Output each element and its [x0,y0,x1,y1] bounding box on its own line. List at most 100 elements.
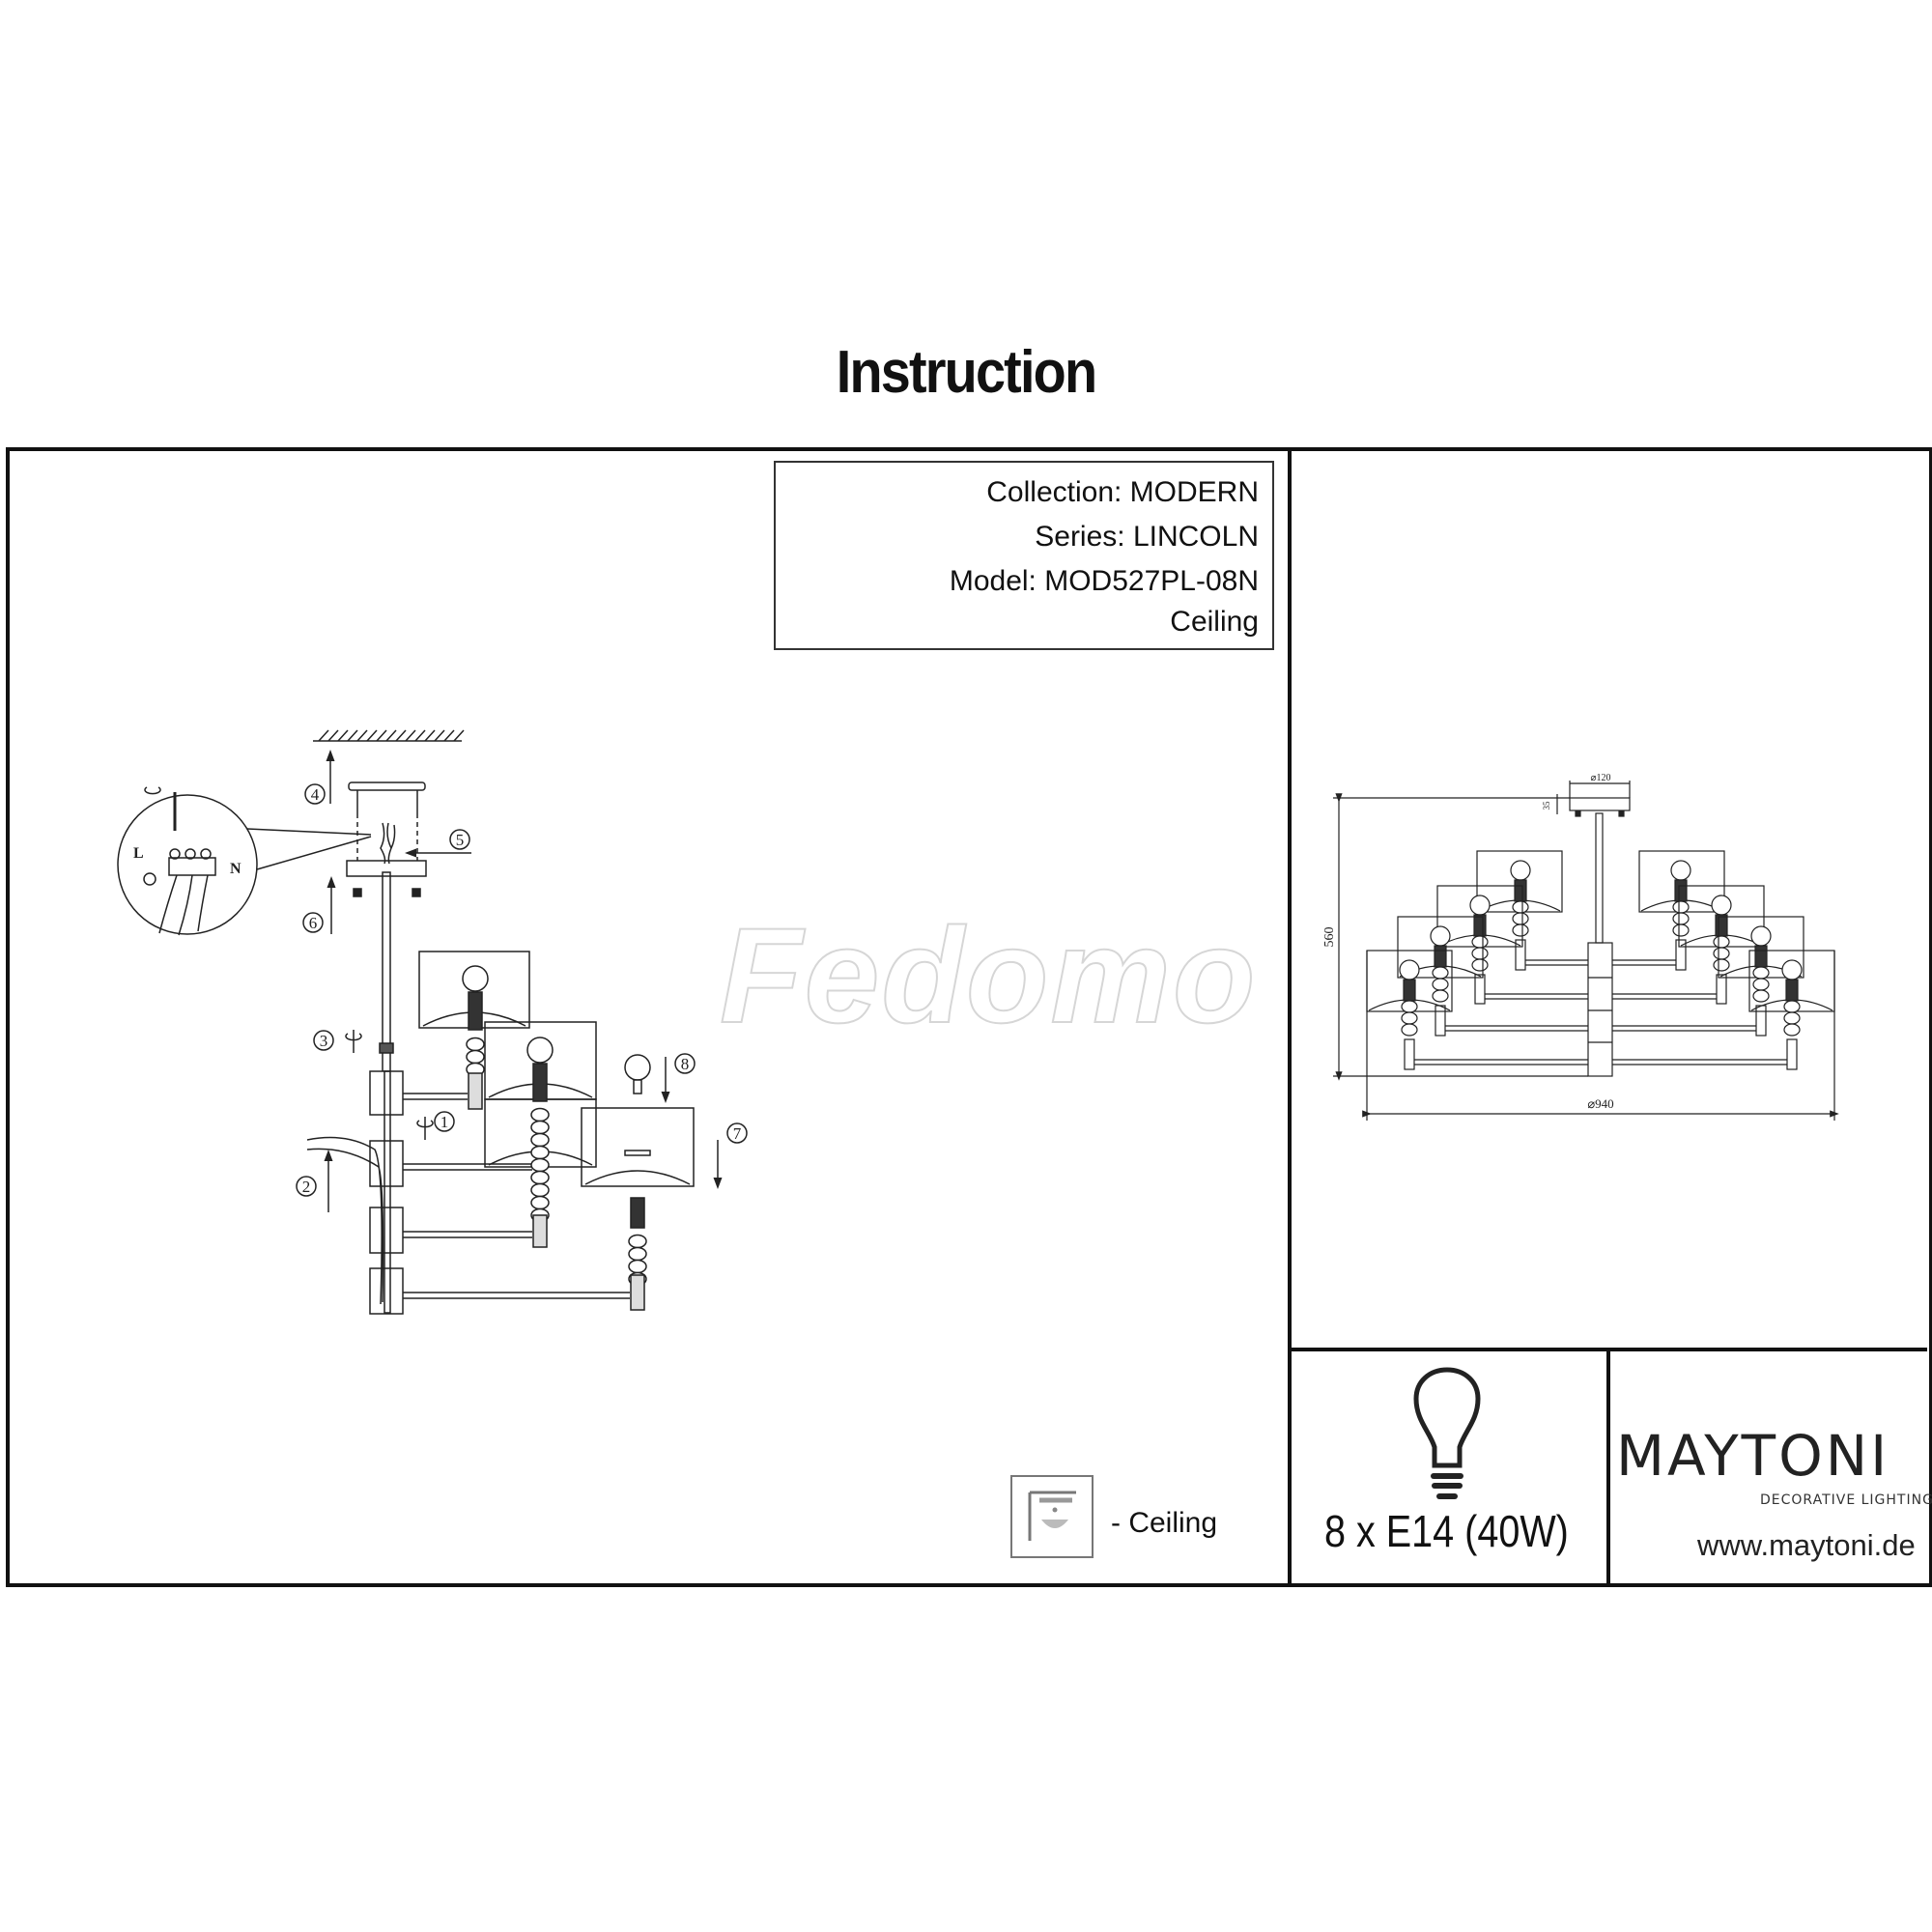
height-label: 560 [1322,927,1337,948]
crystal-bead [466,1037,485,1052]
lamp-stem [1435,1005,1446,1037]
step-marker-1: 1 [434,1111,455,1132]
lamp-stem [1716,974,1727,1005]
bulb [526,1037,554,1064]
detail-magnifier [117,794,258,935]
bulb-spec: 8 x E14 (40W) [1324,1506,1569,1556]
step-number: 7 [733,1124,742,1143]
diameter-label: ⌀940 [1587,1096,1613,1111]
neutral-wire-label: N [230,861,242,877]
crystal-bead [1713,958,1730,972]
crystal-bead [1672,912,1690,925]
socket [630,1197,645,1229]
product-info-box: Collection: MODERN Series: LINCOLN Model… [774,461,1274,650]
crystal-bead [1432,989,1449,1003]
crystal-bead [1783,1023,1801,1037]
canopy [346,860,427,877]
rod [382,871,391,1072]
bulb [1750,925,1772,947]
watermark: Fedomo [719,899,1258,1051]
lamp-stem [1404,1038,1415,1070]
brand-logo: MAYTONI [1616,1423,1890,1489]
lamp-stem [1515,939,1526,971]
crystal-bead [1401,1011,1418,1025]
socket [1674,879,1688,902]
rotate-icon [345,1030,362,1053]
step-marker-7: 7 [726,1122,748,1144]
sheet-frame [6,447,1932,1587]
live-wire-label: L [133,845,144,862]
socket [1473,914,1487,937]
canopy-height-label: 35 [1542,801,1551,810]
crystal-bead [1752,978,1770,991]
step-marker-6: 6 [302,912,324,933]
lamp-stem [1675,939,1687,971]
step-number: 1 [440,1113,449,1131]
step-marker-8: 8 [674,1053,696,1074]
socket [1715,914,1728,937]
crystal-bead [1512,912,1529,925]
step-number: 8 [681,1055,690,1073]
brand-website: www.maytoni.de [1697,1528,1916,1562]
step-number: 3 [320,1032,328,1050]
body-segment [369,1140,404,1187]
step-number: 5 [456,831,465,849]
crystal-bead [1401,1000,1418,1013]
socket [532,1063,548,1102]
lamp-stem [630,1274,645,1311]
bulb [462,965,489,992]
loose-bulb [624,1054,651,1081]
model-label: Model: MOD527PL-08N [949,565,1259,597]
crystal-bead [530,1170,550,1185]
crystal-bead [530,1145,550,1160]
page-title: Instruction [836,339,1097,406]
canopy [1569,797,1631,811]
body-segment [369,1207,404,1254]
rotate-icon [144,786,161,795]
canopy-nut [412,888,421,897]
crystal-bead [1401,1023,1418,1037]
rod-coupling [379,1042,394,1054]
panel-divider [1288,447,1292,1587]
shade-ring [624,1150,651,1156]
body-segment [369,1070,404,1116]
dimension-drawing: ⌀120 35 560 ⌀940 [1322,773,1839,1121]
crystal-bead [1672,923,1690,937]
crystal-bead [1752,989,1770,1003]
crystal-bead [530,1120,550,1135]
fixture-body [306,951,695,1315]
ceiling-mount-icon [1010,1475,1094,1558]
crystal-bead [628,1234,647,1249]
collection-label: Collection: MODERN [986,476,1259,508]
bulb [1781,959,1803,980]
mounting-plate [348,781,426,791]
step-marker-3: 3 [313,1030,334,1051]
crystal-bead [628,1246,647,1262]
assembly-diagram: L N 1 2 3 4 5 6 7 8 [117,729,748,1315]
socket [1514,879,1527,902]
lamp-stem [1474,974,1486,1005]
bulb [1711,895,1732,916]
bulb [1469,895,1491,916]
body-segment [369,1267,404,1315]
bulb [1670,860,1691,881]
mount-type-label: Ceiling [1170,606,1259,638]
fixture-body [1587,942,1613,1077]
wiring-detail: L N [117,786,372,936]
step-number: 2 [302,1178,311,1196]
canopy-diameter-label: ⌀120 [1590,773,1610,783]
crystal-bead [1471,947,1489,960]
rod [1595,812,1604,944]
crystal-bead [1432,978,1449,991]
canopy-nut [353,888,362,897]
socket [1434,945,1447,968]
step-number: 4 [311,785,320,804]
step-marker-4: 4 [304,783,326,805]
panel-divider [1606,1350,1610,1587]
lamp-stem [1786,1038,1798,1070]
ceiling-mount-label: - Ceiling [1111,1507,1218,1539]
crystal-bead [1432,966,1449,980]
crystal-bead [530,1195,550,1210]
crystal-bead [1752,966,1770,980]
wires [306,1136,384,1305]
